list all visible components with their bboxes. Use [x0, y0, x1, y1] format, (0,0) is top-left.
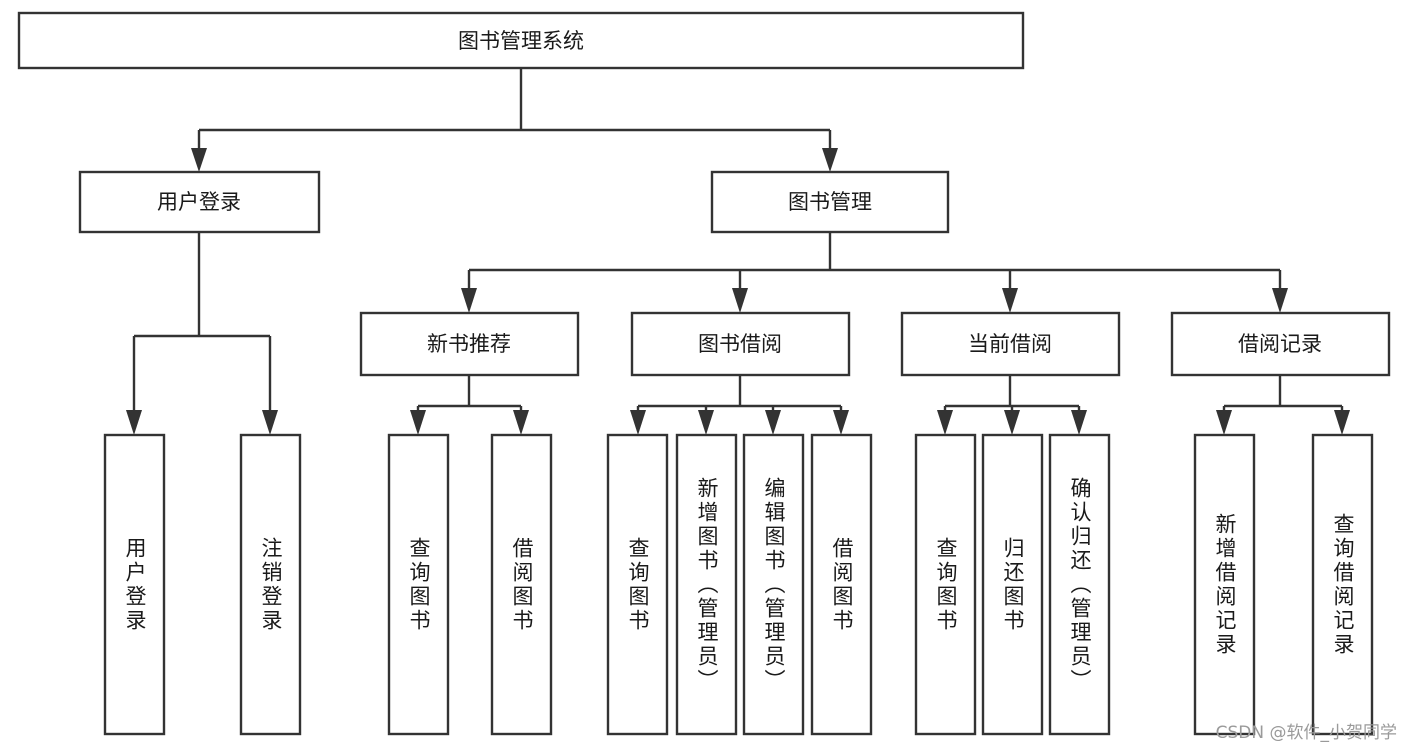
node-book-borrow-label: 图书借阅: [698, 332, 782, 356]
leaf-box-query-record[interactable]: [1311, 433, 1374, 736]
connector-layer: [126, 68, 1350, 435]
node-root-box[interactable]: [17, 11, 1025, 70]
arrow-head-root-to-userlogin: [191, 148, 207, 172]
csdn-watermark: CSDN @软件_小贺同学: [1215, 723, 1397, 743]
node-user-login-box[interactable]: [78, 170, 321, 234]
leaf-box-add-book[interactable]: [675, 433, 738, 736]
arrow-head-borrowrecord: [1272, 288, 1288, 313]
arrow-head-bookborrow: [732, 288, 748, 313]
leaf-box-query-book-2[interactable]: [606, 433, 669, 736]
leaf-box-add-record[interactable]: [1193, 433, 1256, 736]
leaf-box-user-login[interactable]: [103, 433, 166, 736]
node-root-label: 图书管理系统: [458, 29, 584, 53]
leaf-box-logout-login[interactable]: [239, 433, 302, 736]
arrow-head-bookborrow-leaf-3: [765, 410, 781, 435]
leaf-box-borrow-book-1[interactable]: [490, 433, 553, 736]
arrow-head-userlogin-leaf-1: [126, 410, 142, 435]
arrow-head-newbook-leaf-1: [410, 410, 426, 435]
arrow-head-bookborrow-leaf-1: [630, 410, 646, 435]
node-borrow-record-box[interactable]: [1170, 311, 1391, 377]
leaf-box-query-book-1[interactable]: [387, 433, 450, 736]
arrow-head-userlogin-leaf-2: [262, 410, 278, 435]
leaf-box-return-book[interactable]: [981, 433, 1044, 736]
node-book-manage-box[interactable]: [710, 170, 950, 234]
node-book-manage-label: 图书管理: [788, 190, 872, 214]
leaf-box-edit-book[interactable]: [742, 433, 805, 736]
leaf-box-confirm-return[interactable]: [1048, 433, 1111, 736]
arrow-head-bookborrow-leaf-4: [833, 410, 849, 435]
arrow-head-bookborrow-leaf-2: [698, 410, 714, 435]
arrow-head-borrowrecord-leaf-2: [1334, 410, 1350, 435]
leaf-box-borrow-book-2[interactable]: [810, 433, 873, 736]
node-layer: 图书管理系统 用户登录 图书管理 新书推荐 图书借阅 当前借阅 借阅记录: [17, 11, 1391, 736]
node-current-borrow-box[interactable]: [900, 311, 1121, 377]
arrow-head-currentborrow-leaf-2: [1004, 410, 1020, 435]
node-new-book-rec-label: 新书推荐: [427, 332, 511, 356]
arrow-head-currentborrow: [1002, 288, 1018, 313]
arrow-head-currentborrow-leaf-3: [1071, 410, 1087, 435]
arrow-head-borrowrecord-leaf-1: [1216, 410, 1232, 435]
arrow-head-newbook-leaf-2: [513, 410, 529, 435]
arrow-head-currentborrow-leaf-1: [937, 410, 953, 435]
leaf-box-query-book-3[interactable]: [914, 433, 977, 736]
node-user-login-label: 用户登录: [157, 190, 241, 214]
node-new-book-rec-box[interactable]: [359, 311, 580, 377]
arrow-head-newbook: [461, 288, 477, 313]
node-book-borrow-box[interactable]: [630, 311, 851, 377]
arrow-head-root-to-bookmanage: [822, 148, 838, 172]
node-borrow-record-label: 借阅记录: [1238, 332, 1322, 356]
node-current-borrow-label: 当前借阅: [968, 332, 1052, 356]
